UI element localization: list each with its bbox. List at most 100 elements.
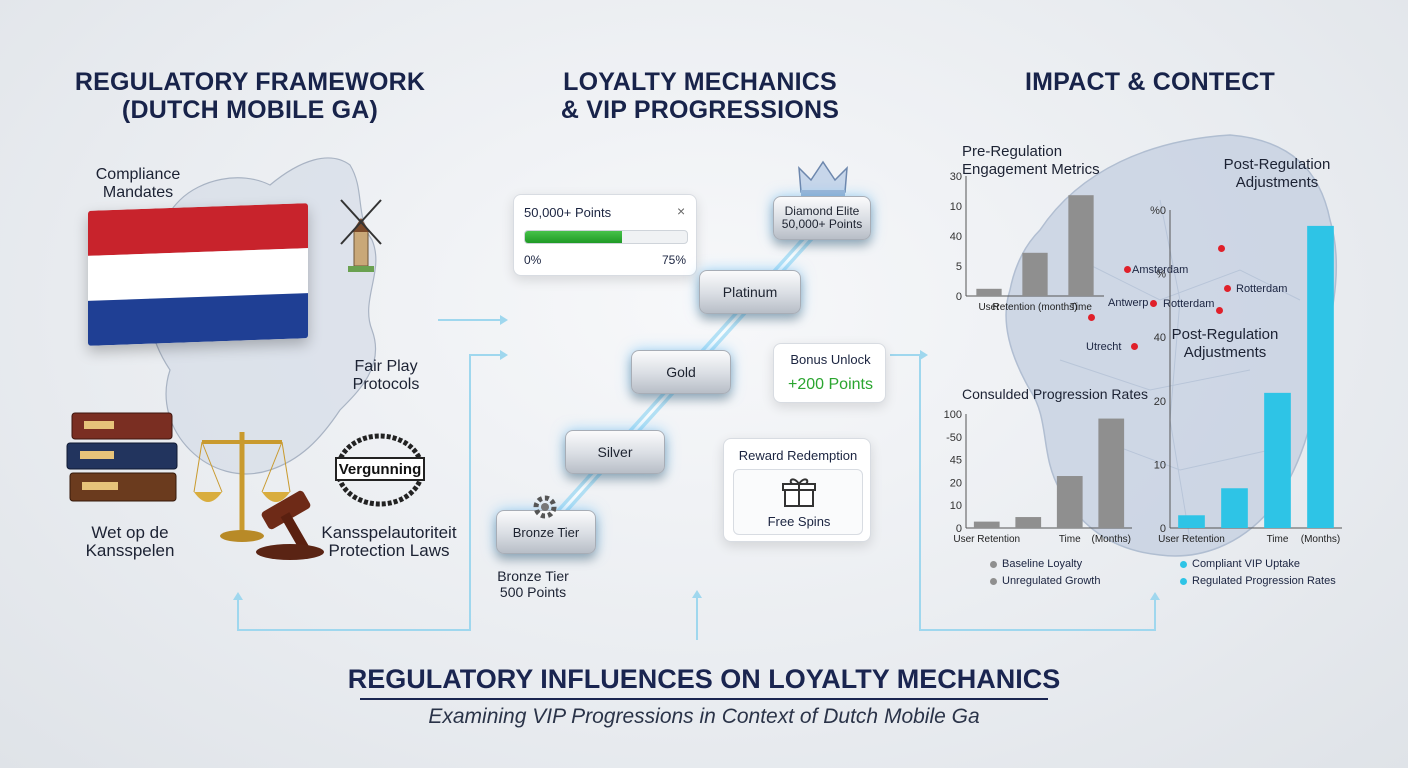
city-rotterdam-1: Rotterdam (1236, 283, 1288, 295)
fairplay-label: Fair Play Protocols (352, 358, 420, 393)
tick-label: 10 (1154, 459, 1166, 471)
category-label: User (978, 302, 1000, 313)
authority-label: Kansspelautoriteit Protection Laws (321, 523, 457, 560)
progress-card: 50,000+ Points × 0% 75% (513, 194, 697, 276)
category-label: (Months) (1092, 534, 1131, 545)
city-amsterdam: Amsterdam (1132, 264, 1189, 276)
category-label: User Retention (1158, 534, 1225, 545)
windmill-icon (340, 199, 382, 272)
city-dot (1131, 343, 1138, 350)
city-dot (1218, 245, 1225, 252)
bonus-card: Bonus Unlock +200 Points (773, 343, 886, 403)
bar (1068, 195, 1094, 296)
scales-gavel-icon (193, 432, 324, 560)
post-regulation-title-2: Post-Regulation Adjustments (1171, 326, 1279, 361)
city-dot (1224, 285, 1231, 292)
category-label: Retention (months) (992, 302, 1077, 313)
post-regulation-title: Post-Regulation Adjustments (1223, 156, 1331, 191)
close-icon[interactable]: × (677, 203, 686, 219)
city-antwerp: Antwerp (1108, 297, 1149, 309)
legend-item: Compliant VIP Uptake (1180, 556, 1336, 573)
consolidated-title: Consulded Progression Rates (962, 386, 1148, 402)
city-dot (1124, 266, 1131, 273)
tick-label: 10 (950, 500, 962, 512)
pre-regulation-title: Pre-Regulation Engagement Metrics (962, 143, 1100, 178)
tick-label: 40 (950, 231, 962, 243)
tier-platinum: Platinum (699, 270, 801, 314)
progress-card-title: 50,000+ Points (524, 205, 612, 220)
tick-label: 30 (950, 171, 962, 183)
tier-silver: Silver (565, 430, 665, 474)
stamp-text: Vergunning (338, 461, 422, 478)
flow-connectors (237, 319, 1156, 640)
tick-label: 0 (956, 523, 962, 535)
category-label: Time (1059, 534, 1081, 545)
city-dot (1088, 314, 1095, 321)
tier-gold: Gold (631, 350, 731, 394)
progress-min-label: 0% (524, 253, 542, 267)
legend-right: Compliant VIP Uptake Regulated Progressi… (1180, 556, 1336, 590)
bar (1178, 515, 1205, 528)
gear-icon (533, 495, 557, 519)
netherlands-flag (88, 203, 308, 346)
legend-item: Baseline Loyalty (990, 556, 1100, 573)
arrow-heads (233, 315, 1160, 600)
legend-item: Unregulated Growth (990, 573, 1100, 590)
loyalty-title: LOYALTY MECHANICS & VIP PROGRESSIONS (560, 68, 840, 124)
city-utrecht: Utrecht (1086, 341, 1122, 353)
tick-label: 20 (950, 477, 962, 489)
tick-label: 0 (1160, 523, 1166, 535)
bar (1022, 252, 1048, 296)
tick-label: 100 (944, 409, 962, 421)
tick-label: -50 (946, 432, 962, 444)
footer-underline (360, 698, 1048, 700)
city-rotterdam-2: Rotterdam (1163, 298, 1215, 310)
category-label: (Months) (1301, 534, 1340, 545)
category-label: User Retention (953, 534, 1020, 545)
bar (1221, 488, 1248, 528)
city-dot (1150, 300, 1157, 307)
bar (973, 521, 1000, 528)
progress-max-label: 75% (662, 253, 687, 267)
bar (1307, 225, 1334, 528)
law-label: Wet op de Kansspelen (85, 523, 175, 560)
tick-label: 20 (1154, 396, 1166, 408)
bar (1015, 517, 1042, 528)
reward-card-title: Reward Redemption (738, 448, 858, 463)
tick-label: 10 (950, 201, 962, 213)
framework-title: REGULATORY FRAMEWORK (DUTCH MOBILE GA) (74, 68, 426, 124)
tick-label: % (1156, 269, 1166, 281)
city-dot (1216, 307, 1223, 314)
tick-label: 5 (956, 261, 962, 273)
bronze-caption: Bronze Tier 500 Points (497, 568, 569, 600)
tick-label: %0 (1150, 205, 1166, 217)
footer-subtitle: Examining VIP Progressions in Context of… (428, 705, 980, 728)
bonus-card-title: Bonus Unlock (790, 352, 871, 367)
tick-label: 40 (1154, 332, 1166, 344)
category-label: Time (1070, 302, 1092, 313)
legend-item: Regulated Progression Rates (1180, 573, 1336, 590)
reward-card: Reward Redemption Free Spins (723, 438, 871, 542)
category-label: Time (1267, 534, 1289, 545)
bar (1098, 418, 1125, 528)
vergunning-stamp: Vergunning (330, 432, 430, 508)
progress-bar (524, 230, 688, 244)
footer-title: REGULATORY INFLUENCES ON LOYALTY MECHANI… (347, 664, 1061, 694)
crown-icon (798, 160, 848, 196)
reward-item[interactable]: Free Spins (733, 469, 863, 535)
compliance-label: Compliance Mandates (95, 166, 181, 201)
reward-item-label: Free Spins (767, 514, 831, 529)
impact-title: IMPACT & CONTECT (1025, 68, 1275, 96)
bonus-card-value: +200 Points (788, 376, 873, 393)
tick-label: 0 (956, 291, 962, 303)
bar (976, 288, 1002, 296)
stamp-icon (335, 433, 425, 507)
law-books-icon (66, 412, 178, 502)
progress-fill (525, 231, 623, 243)
tick-label: 45 (950, 455, 962, 467)
legend-left: Baseline Loyalty Unregulated Growth (990, 556, 1100, 590)
bar (1056, 476, 1083, 528)
